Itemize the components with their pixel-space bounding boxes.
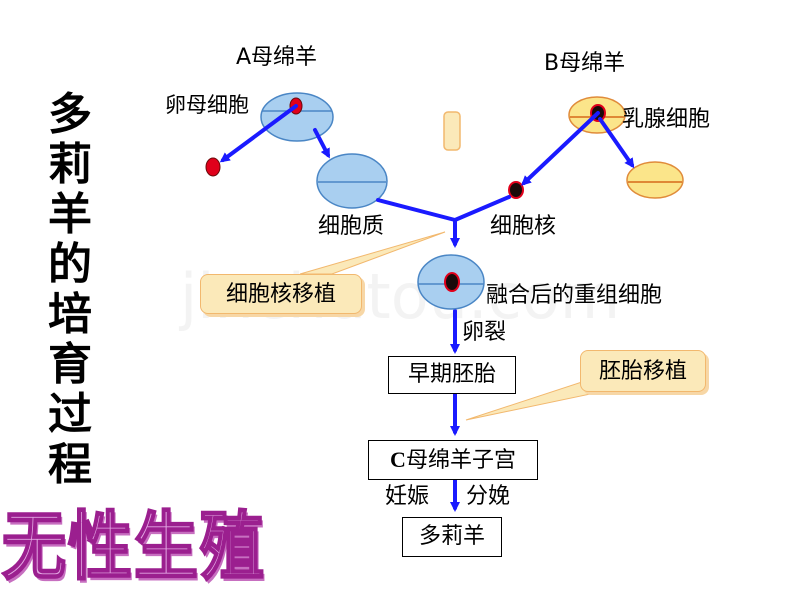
vertical-title: 多莉羊的培育过程 xyxy=(40,90,100,490)
surrogate-letter: C xyxy=(390,447,406,472)
vertical-title-char: 培 xyxy=(48,289,92,340)
box-dolly: 多莉羊 xyxy=(402,517,502,557)
enucleated-cell xyxy=(316,153,388,209)
label-nucleus: 细胞核 xyxy=(490,214,557,239)
label-cytoplasm: 细胞质 xyxy=(318,214,385,239)
callout-embryo-transfer: 胚胎移植 xyxy=(580,350,706,392)
label-cleavage: 卵裂 xyxy=(462,320,507,345)
vertical-title-char: 过 xyxy=(48,389,92,440)
vertical-title-char: 羊 xyxy=(48,189,92,240)
line-cytoplasm-join xyxy=(376,198,457,222)
vertical-title-char: 育 xyxy=(48,339,92,390)
label-ewe-a: A母绵羊 xyxy=(236,45,318,70)
arrow-to-cytoplasm xyxy=(313,128,330,159)
callout-nuclear-transfer: 细胞核移植 xyxy=(200,274,362,314)
box-surrogate: C母绵羊子宫 xyxy=(368,440,538,480)
label-egg-cell: 卵母细胞 xyxy=(165,93,249,117)
label-pregnancy: 妊娠 xyxy=(385,484,430,509)
box-early-embryo: 早期胚胎 xyxy=(388,356,516,394)
vertical-title-char: 的 xyxy=(48,239,92,290)
donor-nucleus xyxy=(508,181,524,199)
wordart-title: 无性生殖 xyxy=(1,504,266,591)
fused-cell xyxy=(417,254,485,310)
surrogate-text: 母绵羊子宫 xyxy=(405,448,516,473)
vertical-title-char: 莉 xyxy=(48,139,92,190)
label-fused-cell: 融合后的重组细胞 xyxy=(486,283,663,308)
label-ewe-b: B母绵羊 xyxy=(544,51,626,76)
removed-nucleus xyxy=(205,157,221,177)
mammary-cell-remainder xyxy=(626,161,684,199)
vertical-title-char: 程 xyxy=(48,439,92,490)
label-birth: 分娩 xyxy=(466,484,511,509)
vertical-title-char: 多 xyxy=(48,89,92,140)
arrow-to-remainder xyxy=(598,117,635,169)
line-nucleus-join xyxy=(453,195,511,222)
arrow-remove-nucleus xyxy=(219,104,298,163)
egg-cell-a xyxy=(260,92,334,142)
placeholder-shape xyxy=(443,111,461,151)
label-mammary-cell: 乳腺细胞 xyxy=(622,107,711,132)
arrow-extract-nucleus xyxy=(521,111,600,186)
